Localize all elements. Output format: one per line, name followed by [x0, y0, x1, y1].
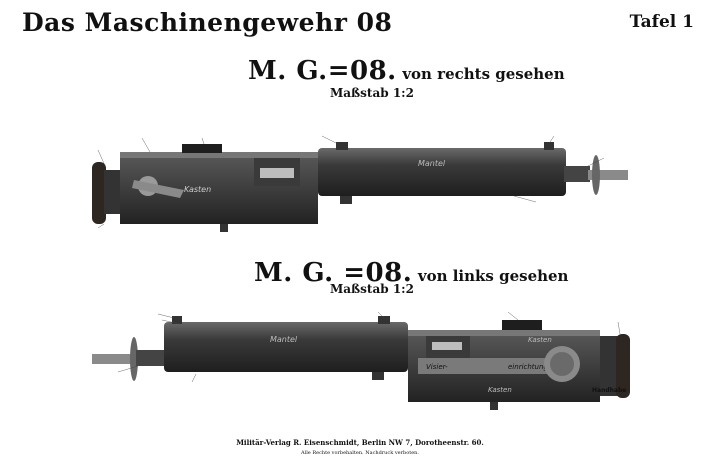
trunnion-left	[490, 402, 498, 410]
view-left-title-sub: von links gesehen	[417, 267, 569, 285]
leader-lines-left	[117, 312, 621, 383]
view-right-title-sub: von rechts gesehen	[402, 65, 565, 83]
view-left-title-main: M. G. =08.	[254, 258, 413, 288]
gun-drawing-left-view: Mantel Visier- einrichtung Kasten Kasten…	[92, 312, 630, 410]
muzzle-cone-left	[130, 337, 138, 381]
muzzle-booster-right	[588, 170, 628, 180]
visier-label-left: Visier-	[426, 363, 448, 371]
view-right-title-main: M. G.=08.	[248, 56, 397, 86]
visier-label-right: einrichtung	[508, 363, 548, 371]
view-left-title: M. G. =08. von links gesehen	[254, 258, 568, 288]
water-jacket-left	[164, 322, 408, 372]
mantel-label-right: Mantel	[418, 159, 446, 168]
kasten-label-top-left: Kasten	[528, 336, 552, 344]
muzzle-sleeve-left	[136, 350, 164, 366]
view-left-scale: Maßstab 1:2	[330, 282, 414, 296]
trunnion-right	[220, 224, 228, 232]
muzzle-booster-left	[92, 354, 132, 364]
front-sight-right	[544, 142, 554, 150]
rear-plate-left	[600, 336, 618, 396]
muzzle-cone-right	[592, 155, 600, 195]
receiver-top-edge-left	[408, 330, 600, 336]
leader-lines-right	[97, 135, 605, 229]
mantel-label-left: Mantel	[270, 335, 298, 344]
sight-rail-left	[418, 358, 564, 374]
publisher-line: Militär-Verlag R. Eisenschmidt, Berlin N…	[236, 438, 484, 447]
drain-plug-right	[340, 196, 352, 204]
filler-cap-right	[336, 142, 348, 150]
plate-label: Tafel 1	[629, 12, 694, 32]
crank-lever-right	[132, 180, 184, 198]
handle-grip-right	[92, 162, 106, 224]
kasten-label-bottom-left: Kasten	[488, 386, 512, 394]
muzzle-sleeve-right	[564, 166, 590, 182]
handhabe-label-left: Handhabe	[592, 387, 626, 394]
view-right-title: M. G.=08. von rechts gesehen	[248, 56, 565, 86]
drain-plug-left	[372, 372, 384, 380]
kasten-label-right: Kasten	[184, 185, 211, 194]
crank-disc-inner-left	[550, 352, 574, 376]
front-sight-left	[172, 316, 182, 324]
receiver-top-edge	[120, 152, 318, 158]
water-jacket-right	[318, 148, 566, 196]
view-right-scale: Maßstab 1:2	[330, 86, 414, 100]
gun-drawing-right-view: Kasten Mantel	[92, 135, 628, 232]
page-title: Das Maschinengewehr 08	[22, 8, 393, 37]
feed-slot-right	[260, 168, 294, 178]
handle-grip-left	[616, 334, 630, 398]
rear-sight-right	[182, 144, 222, 153]
rear-sight-left	[502, 320, 542, 330]
feed-slot-left	[432, 342, 462, 350]
filler-cap-left	[378, 316, 390, 324]
rear-plate-right	[104, 170, 122, 214]
rights-line: Alle Rechte vorbehalten. Nachdruck verbo…	[301, 450, 419, 456]
